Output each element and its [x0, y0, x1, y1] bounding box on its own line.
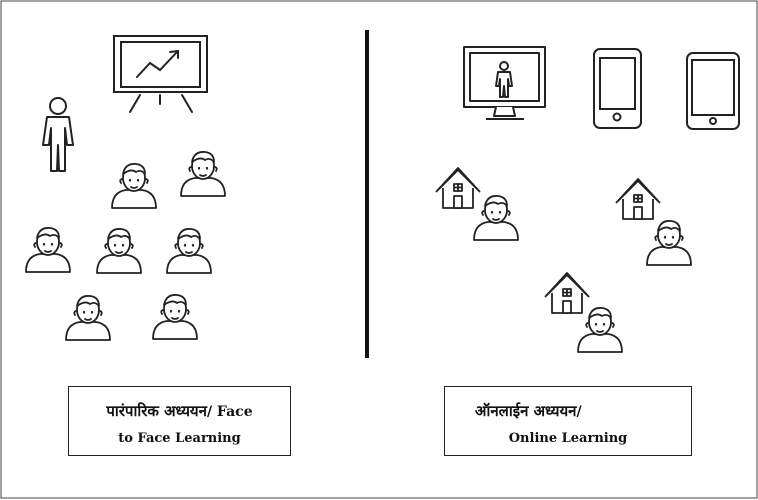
- caption-line-2: to Face Learning: [118, 431, 241, 446]
- teacher-icon: [42, 97, 74, 172]
- student-icon: [110, 162, 158, 210]
- monitor-icon: [463, 46, 546, 120]
- student-icon: [165, 227, 213, 275]
- house-icon: [544, 272, 590, 314]
- caption-face-to-face: पारंपारिक अध्ययन/ Face to Face Learning: [68, 386, 291, 456]
- caption-online: ऑनलाईन अध्ययन/ Online Learning: [444, 386, 692, 456]
- student-icon: [645, 219, 693, 267]
- house-icon: [435, 167, 481, 209]
- caption-english-text: / Face: [206, 404, 253, 420]
- caption-line-2: Online Learning: [508, 431, 628, 446]
- student-icon: [472, 194, 520, 242]
- caption-line-1: ऑनलाईन अध्ययन/: [445, 401, 691, 421]
- house-icon: [615, 178, 661, 220]
- student-icon: [24, 226, 72, 274]
- student-icon: [64, 294, 112, 342]
- student-icon: [95, 227, 143, 275]
- smartphone-icon: [593, 48, 642, 129]
- student-icon: [151, 293, 199, 341]
- caption-english-text: /: [576, 404, 582, 420]
- tablet-icon: [686, 52, 740, 130]
- caption-hindi-text: पारंपारिक अध्ययन: [106, 402, 207, 420]
- caption-hindi-text: ऑनलाईन अध्ययन: [475, 402, 577, 420]
- caption-line-1: पारंपारिक अध्ययन/ Face: [69, 401, 290, 421]
- presentation-board-icon: [113, 35, 208, 113]
- student-icon: [179, 150, 227, 198]
- student-icon: [576, 306, 624, 354]
